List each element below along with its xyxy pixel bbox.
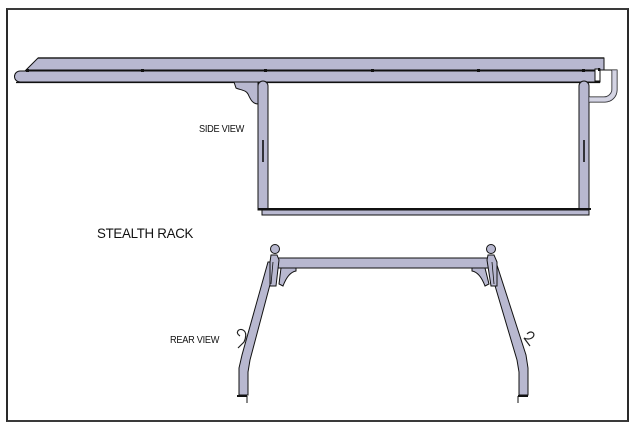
rear-left-gusset (278, 267, 297, 287)
side-view-label: SIDE VIEW (199, 124, 245, 135)
rear-crossbar (274, 257, 491, 269)
rear-right-gusset (471, 267, 490, 287)
side-bottom-rail (258, 208, 591, 216)
drawing-frame (6, 8, 629, 422)
top-rail-upper (24, 57, 605, 71)
rear-view-label: REAR VIEW (170, 335, 220, 346)
rail-bolt-marks (26, 69, 585, 72)
right-end-latch (589, 68, 618, 103)
drawing-title: STEALTH RACK (97, 225, 194, 241)
left-gusset (233, 81, 259, 105)
rear-left-leg (236, 244, 280, 403)
side-view (14, 57, 618, 216)
side-left-post (257, 80, 269, 211)
side-right-post (578, 80, 590, 211)
top-rail-main (14, 69, 601, 84)
rear-view (236, 244, 535, 403)
rear-right-leg (486, 244, 535, 403)
